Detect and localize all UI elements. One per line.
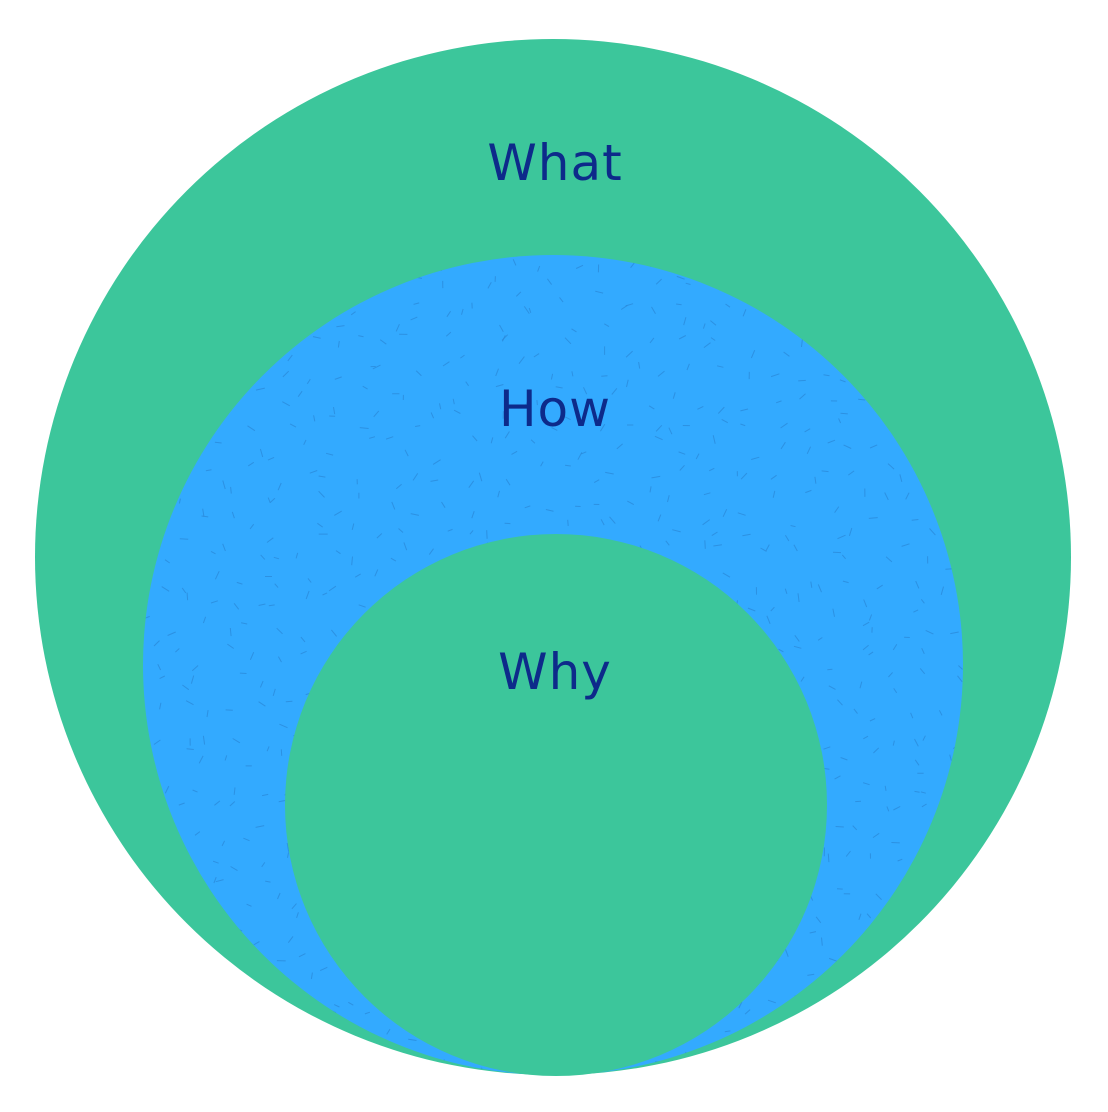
- middle-circle-label: How: [499, 380, 611, 438]
- inner-circle: [285, 534, 827, 1076]
- inner-circle-label: Why: [498, 643, 612, 701]
- outer-circle-label: What: [487, 134, 622, 192]
